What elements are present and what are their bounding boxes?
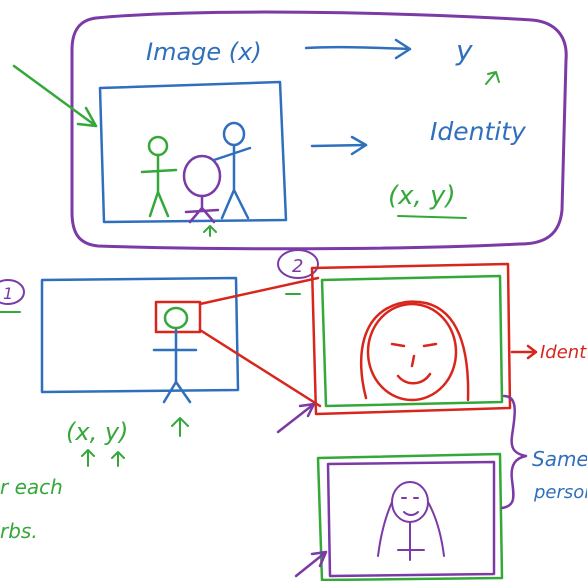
label-person: person?	[533, 482, 587, 503]
step-2-label: 2	[292, 256, 303, 277]
label-xy-top: (x, y)	[388, 181, 456, 211]
label-identity-bottom: Identity	[540, 342, 587, 363]
comparison-face-green-frame	[316, 452, 504, 581]
purple-arrow-upper	[276, 402, 316, 434]
top-purple-rounded-box	[70, 10, 568, 251]
face-crop-box	[154, 300, 202, 334]
purple-arrow-lower	[294, 550, 328, 578]
green-stick-figure	[140, 135, 178, 218]
figure-pointer-arrow	[171, 417, 189, 437]
zoom-line-top	[198, 276, 320, 306]
zoom-line-bottom	[198, 328, 322, 408]
comparison-face-purple-frame	[326, 460, 496, 578]
enlarged-face-green-frame	[320, 274, 504, 408]
comparison-face-drawing	[377, 481, 445, 561]
inner-image-box	[98, 80, 288, 224]
blue-stick-figure	[212, 121, 252, 220]
arrow-to-y	[304, 38, 412, 60]
label-y: y	[455, 34, 473, 67]
detection-stick-figure	[152, 328, 198, 404]
label-xy-bottom: (x, y)	[66, 418, 128, 446]
enlarged-face-drawing	[360, 300, 470, 402]
step-2-marker: 2	[277, 249, 319, 295]
y-pointer-arrow	[485, 71, 500, 85]
step-1-label: 1	[3, 284, 13, 303]
input-arrow	[12, 64, 98, 128]
same-person-bracket	[500, 394, 528, 510]
face-pointer-arrow	[203, 225, 217, 237]
purple-face-figure	[182, 154, 222, 224]
label-same: Same	[532, 447, 587, 471]
detected-head	[163, 306, 189, 330]
step-1-marker: 1	[0, 279, 25, 313]
detection-image-box	[40, 276, 240, 394]
label-left-line2: rbs.	[0, 519, 38, 543]
xy-bottom-arrows	[81, 449, 125, 467]
enlarged-face-red-frame	[310, 262, 512, 416]
arrow-to-identity	[310, 135, 368, 156]
label-image-x: Image (x)	[146, 38, 262, 66]
label-identity-top: Identity	[430, 117, 527, 146]
label-left-line1: r each	[0, 475, 63, 499]
arrow-to-identity-bottom	[510, 344, 538, 360]
xy-underline	[397, 215, 467, 219]
